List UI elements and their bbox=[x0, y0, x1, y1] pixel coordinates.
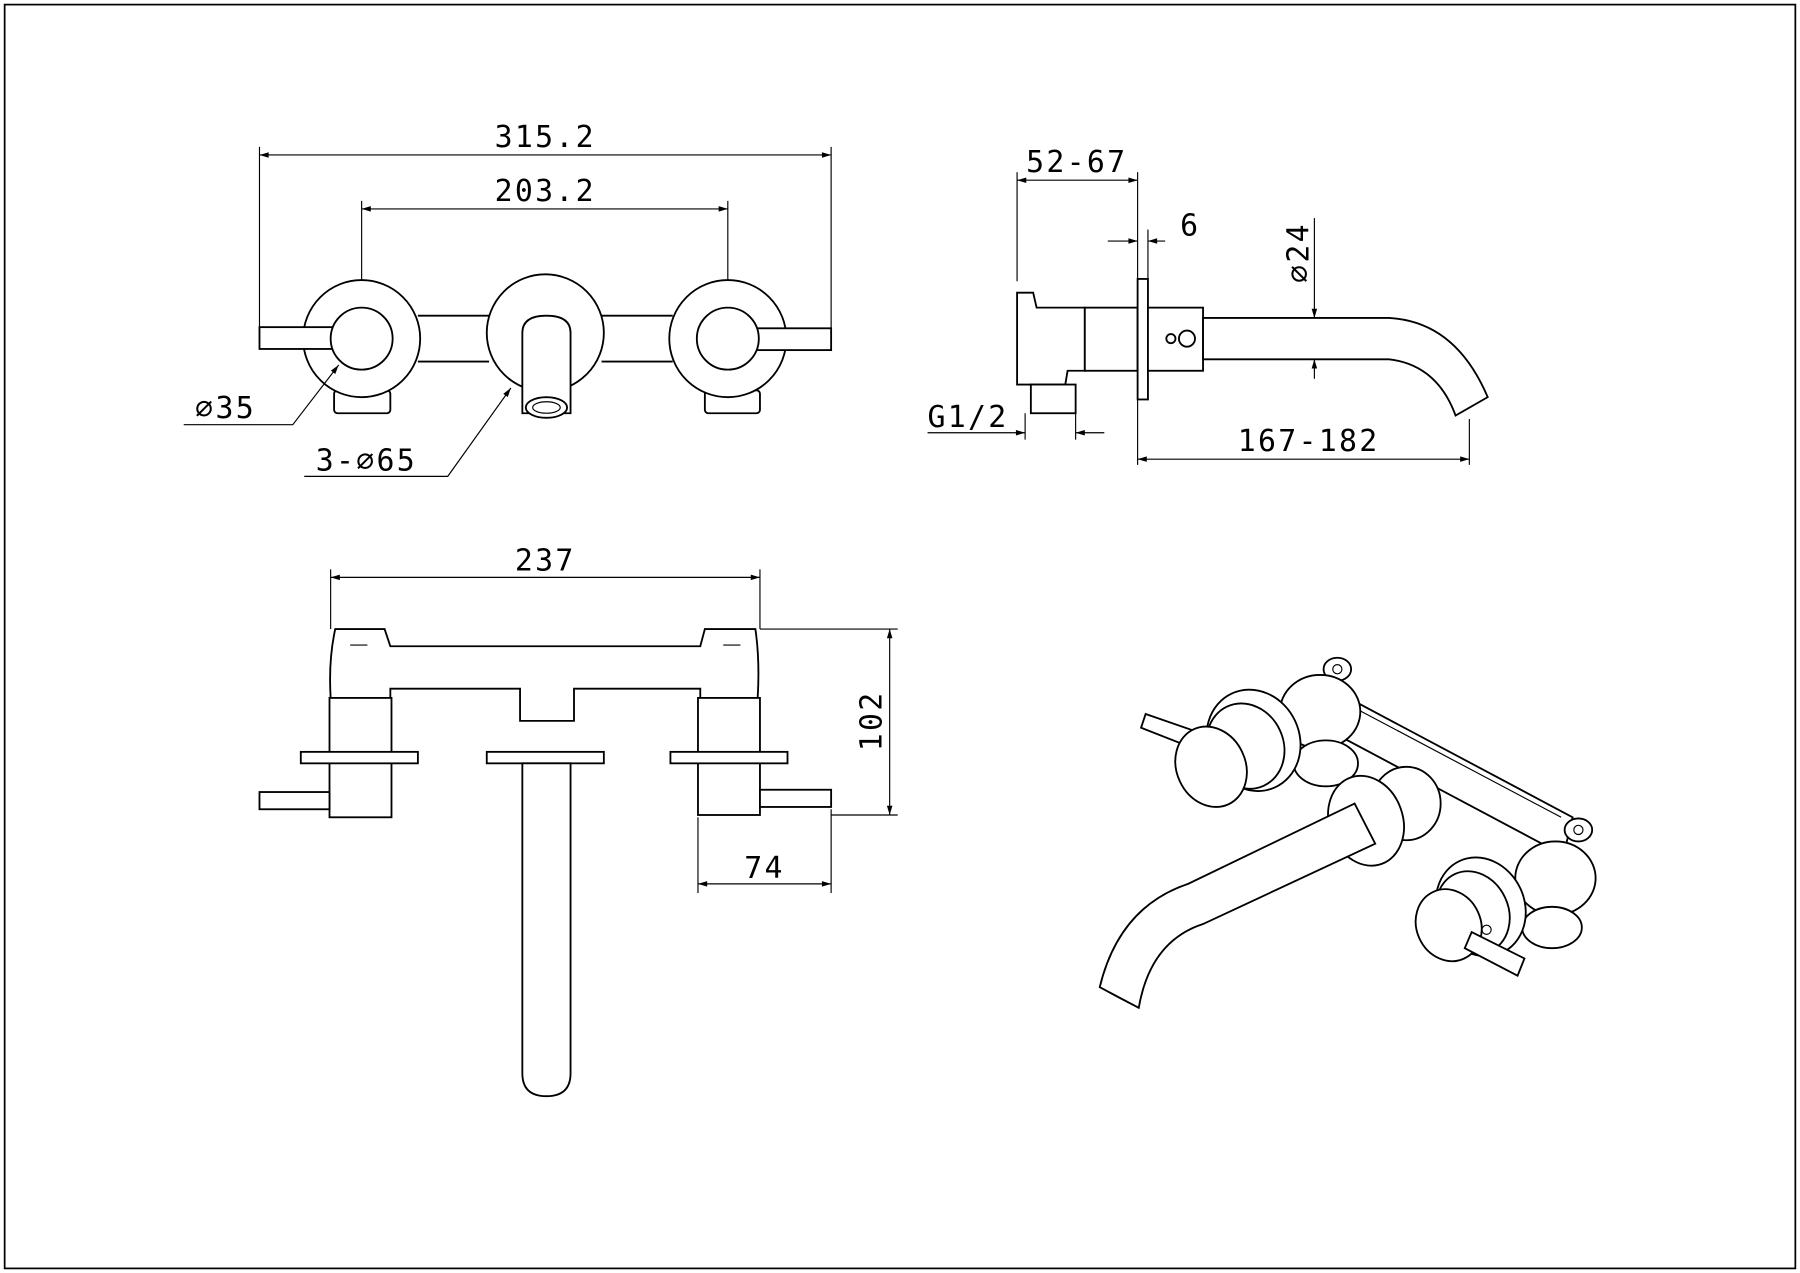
dim-spout-diameter: ∅24 bbox=[1282, 222, 1317, 283]
dim-spout-reach: 167-182 bbox=[1238, 424, 1380, 459]
side-view: 52-67 6 ∅24 G1/2 167-182 bbox=[928, 145, 1489, 465]
dim-body-depth: 52-67 bbox=[1026, 145, 1127, 180]
dim-escutcheon-diameter: 3-∅65 bbox=[316, 444, 417, 479]
flange bbox=[1136, 278, 1149, 401]
left-handle bbox=[329, 306, 394, 371]
dim-thread: G1/2 bbox=[928, 400, 1009, 435]
front-view: 315.2 203.2 ∅35 3-∅65 bbox=[183, 120, 833, 479]
dim-handle-length: 74 bbox=[744, 851, 785, 886]
dim-overall-width: 315.2 bbox=[495, 120, 596, 155]
drawing-border bbox=[3, 3, 1797, 1270]
dim-body-width: 237 bbox=[515, 543, 576, 578]
top-view: 237 102 74 bbox=[258, 543, 898, 1098]
side-spout bbox=[1202, 317, 1489, 417]
dim-flange-thickness: 6 bbox=[1180, 208, 1200, 243]
top-spout bbox=[521, 762, 572, 1098]
right-handle bbox=[695, 306, 760, 371]
dim-height: 102 bbox=[855, 690, 890, 751]
isometric-view bbox=[1098, 656, 1597, 1010]
dim-handle-centers: 203.2 bbox=[495, 174, 596, 209]
dim-handle-diameter: ∅35 bbox=[195, 391, 256, 426]
iso-spout bbox=[1098, 802, 1377, 1010]
